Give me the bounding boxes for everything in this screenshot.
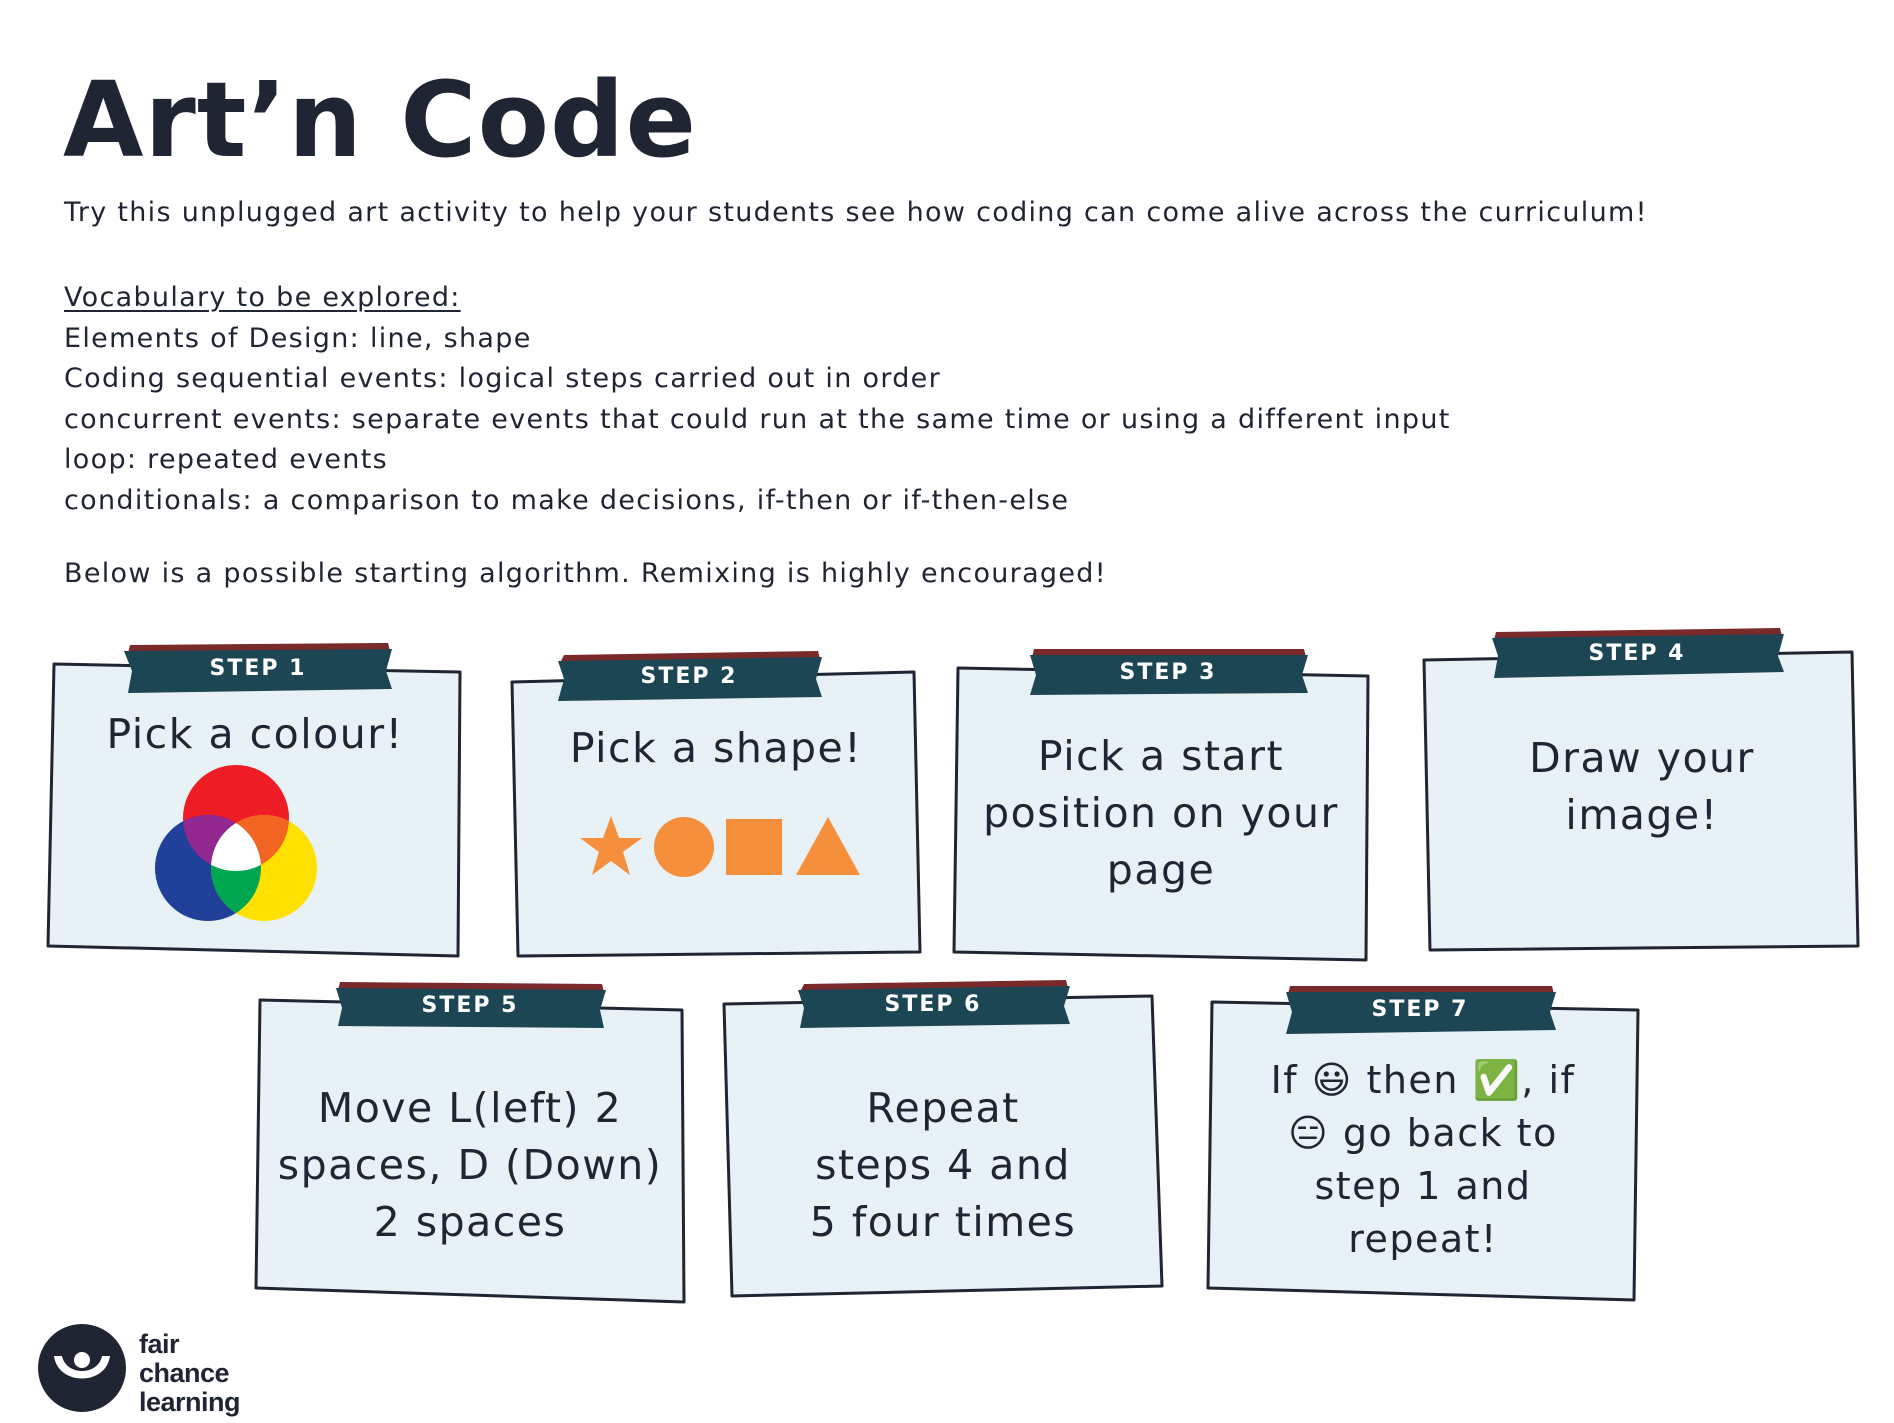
step-tab-3: STEP 3 <box>1028 647 1308 697</box>
step-card-4: Draw your image! <box>1422 650 1862 956</box>
vocabulary-line: Elements of Design: line, shape <box>64 322 532 354</box>
step-tab-4: STEP 4 <box>1490 628 1784 678</box>
tab-brush <box>798 980 1070 1028</box>
algorithm-intro: Below is a possible starting algorithm. … <box>64 558 1107 589</box>
logo-line: learning <box>139 1387 241 1417</box>
step-card-3: Pick a start position on your page <box>952 666 1370 962</box>
step-3-label: STEP 3 <box>1119 659 1217 685</box>
step-card-5: Move L(left) 2 spaces, D (Down) 2 spaces <box>254 998 686 1304</box>
step-1-text: Pick a colour! <box>106 710 404 758</box>
step-1-label: STEP 1 <box>209 655 307 681</box>
vocabulary-section: Vocabulary to be explored: Elements of D… <box>64 278 1451 521</box>
step-6-label: STEP 6 <box>884 991 982 1017</box>
step-5-text: Move L(left) 2 spaces, D (Down) 2 spaces <box>277 1084 663 1246</box>
step-6-text: Repeat steps 4 and 5 four times <box>809 1084 1077 1246</box>
page-title: Art’n Code <box>63 59 697 181</box>
tab-brush <box>124 643 392 693</box>
step-tab-1: STEP 1 <box>124 643 392 693</box>
step-card-6: Repeat steps 4 and 5 four times <box>722 994 1164 1298</box>
logo-line: fair <box>139 1329 180 1359</box>
logo-text: fair chance learning <box>139 1329 241 1417</box>
subtitle: Try this unplugged art activity to help … <box>64 197 1648 228</box>
step-tab-7: STEP 7 <box>1284 984 1556 1034</box>
vocabulary-heading: Vocabulary to be explored: <box>64 282 461 313</box>
step-card-2: Pick a shape! <box>510 666 922 960</box>
tab-brush <box>336 982 606 1028</box>
step-tab-5: STEP 5 <box>334 980 606 1030</box>
shapes-icon <box>580 816 860 877</box>
step-4-label: STEP 4 <box>1588 640 1686 666</box>
step-tab-2: STEP 2 <box>556 651 822 701</box>
square-icon <box>726 819 782 875</box>
step-4-text: Draw your image! <box>1529 734 1755 839</box>
colour-wheel-icon <box>155 765 317 921</box>
step-card-7: If 😃 then ✅, if 😑 go back to step 1 and … <box>1206 998 1640 1302</box>
tab-brush <box>558 651 822 701</box>
tab-brush <box>1286 986 1556 1034</box>
step-7-label: STEP 7 <box>1371 996 1469 1022</box>
step-3-text: Pick a start position on your page <box>983 732 1339 894</box>
fair-chance-learning-logo-icon <box>38 1324 126 1412</box>
logo-line: chance <box>139 1358 230 1388</box>
triangle-icon <box>796 817 860 875</box>
tab-brush <box>1030 649 1308 695</box>
step-tab-6: STEP 6 <box>796 980 1070 1028</box>
step-5-label: STEP 5 <box>421 992 519 1018</box>
step-7-text: If 😃 then ✅, if 😑 go back to step 1 and … <box>1270 1058 1576 1261</box>
circle-icon <box>654 817 714 877</box>
vocabulary-line: loop: repeated events <box>64 444 388 475</box>
step-2-text: Pick a shape! <box>569 724 863 772</box>
vocabulary-line: concurrent events: separate events that … <box>64 403 1451 435</box>
star-icon <box>580 816 642 875</box>
tab-brush <box>1492 628 1784 678</box>
vocabulary-line: Coding sequential events: logical steps … <box>64 363 941 394</box>
step-card-1: Pick a colour! <box>46 660 464 960</box>
vocabulary-line: conditionals: a comparison to make decis… <box>64 484 1070 516</box>
step-2-label: STEP 2 <box>640 663 738 689</box>
card-frame <box>510 670 922 958</box>
